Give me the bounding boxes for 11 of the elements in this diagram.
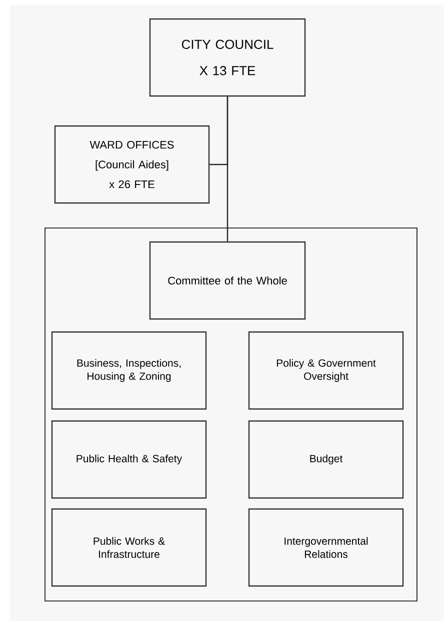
council-box: CITY COUNCIL X 13 FTE xyxy=(149,18,306,97)
committee-box: Intergovernmental Relations xyxy=(248,508,404,587)
connector-line xyxy=(210,96,228,166)
committee-box: Budget xyxy=(248,420,404,499)
committee-box: Committee of the Whole xyxy=(149,241,306,320)
committee-box: Business, Inspections, Housing & Zoning xyxy=(51,331,207,410)
committee-box: Public Health & Safety xyxy=(51,420,207,499)
committees-frame xyxy=(44,228,418,602)
council-box: WARD OFFICES [Council Aides] x 26 FTE xyxy=(54,125,210,204)
committee-box: Policy & Government Oversight xyxy=(248,331,404,410)
committee-box: Public Works & Infrastructure xyxy=(51,508,207,587)
